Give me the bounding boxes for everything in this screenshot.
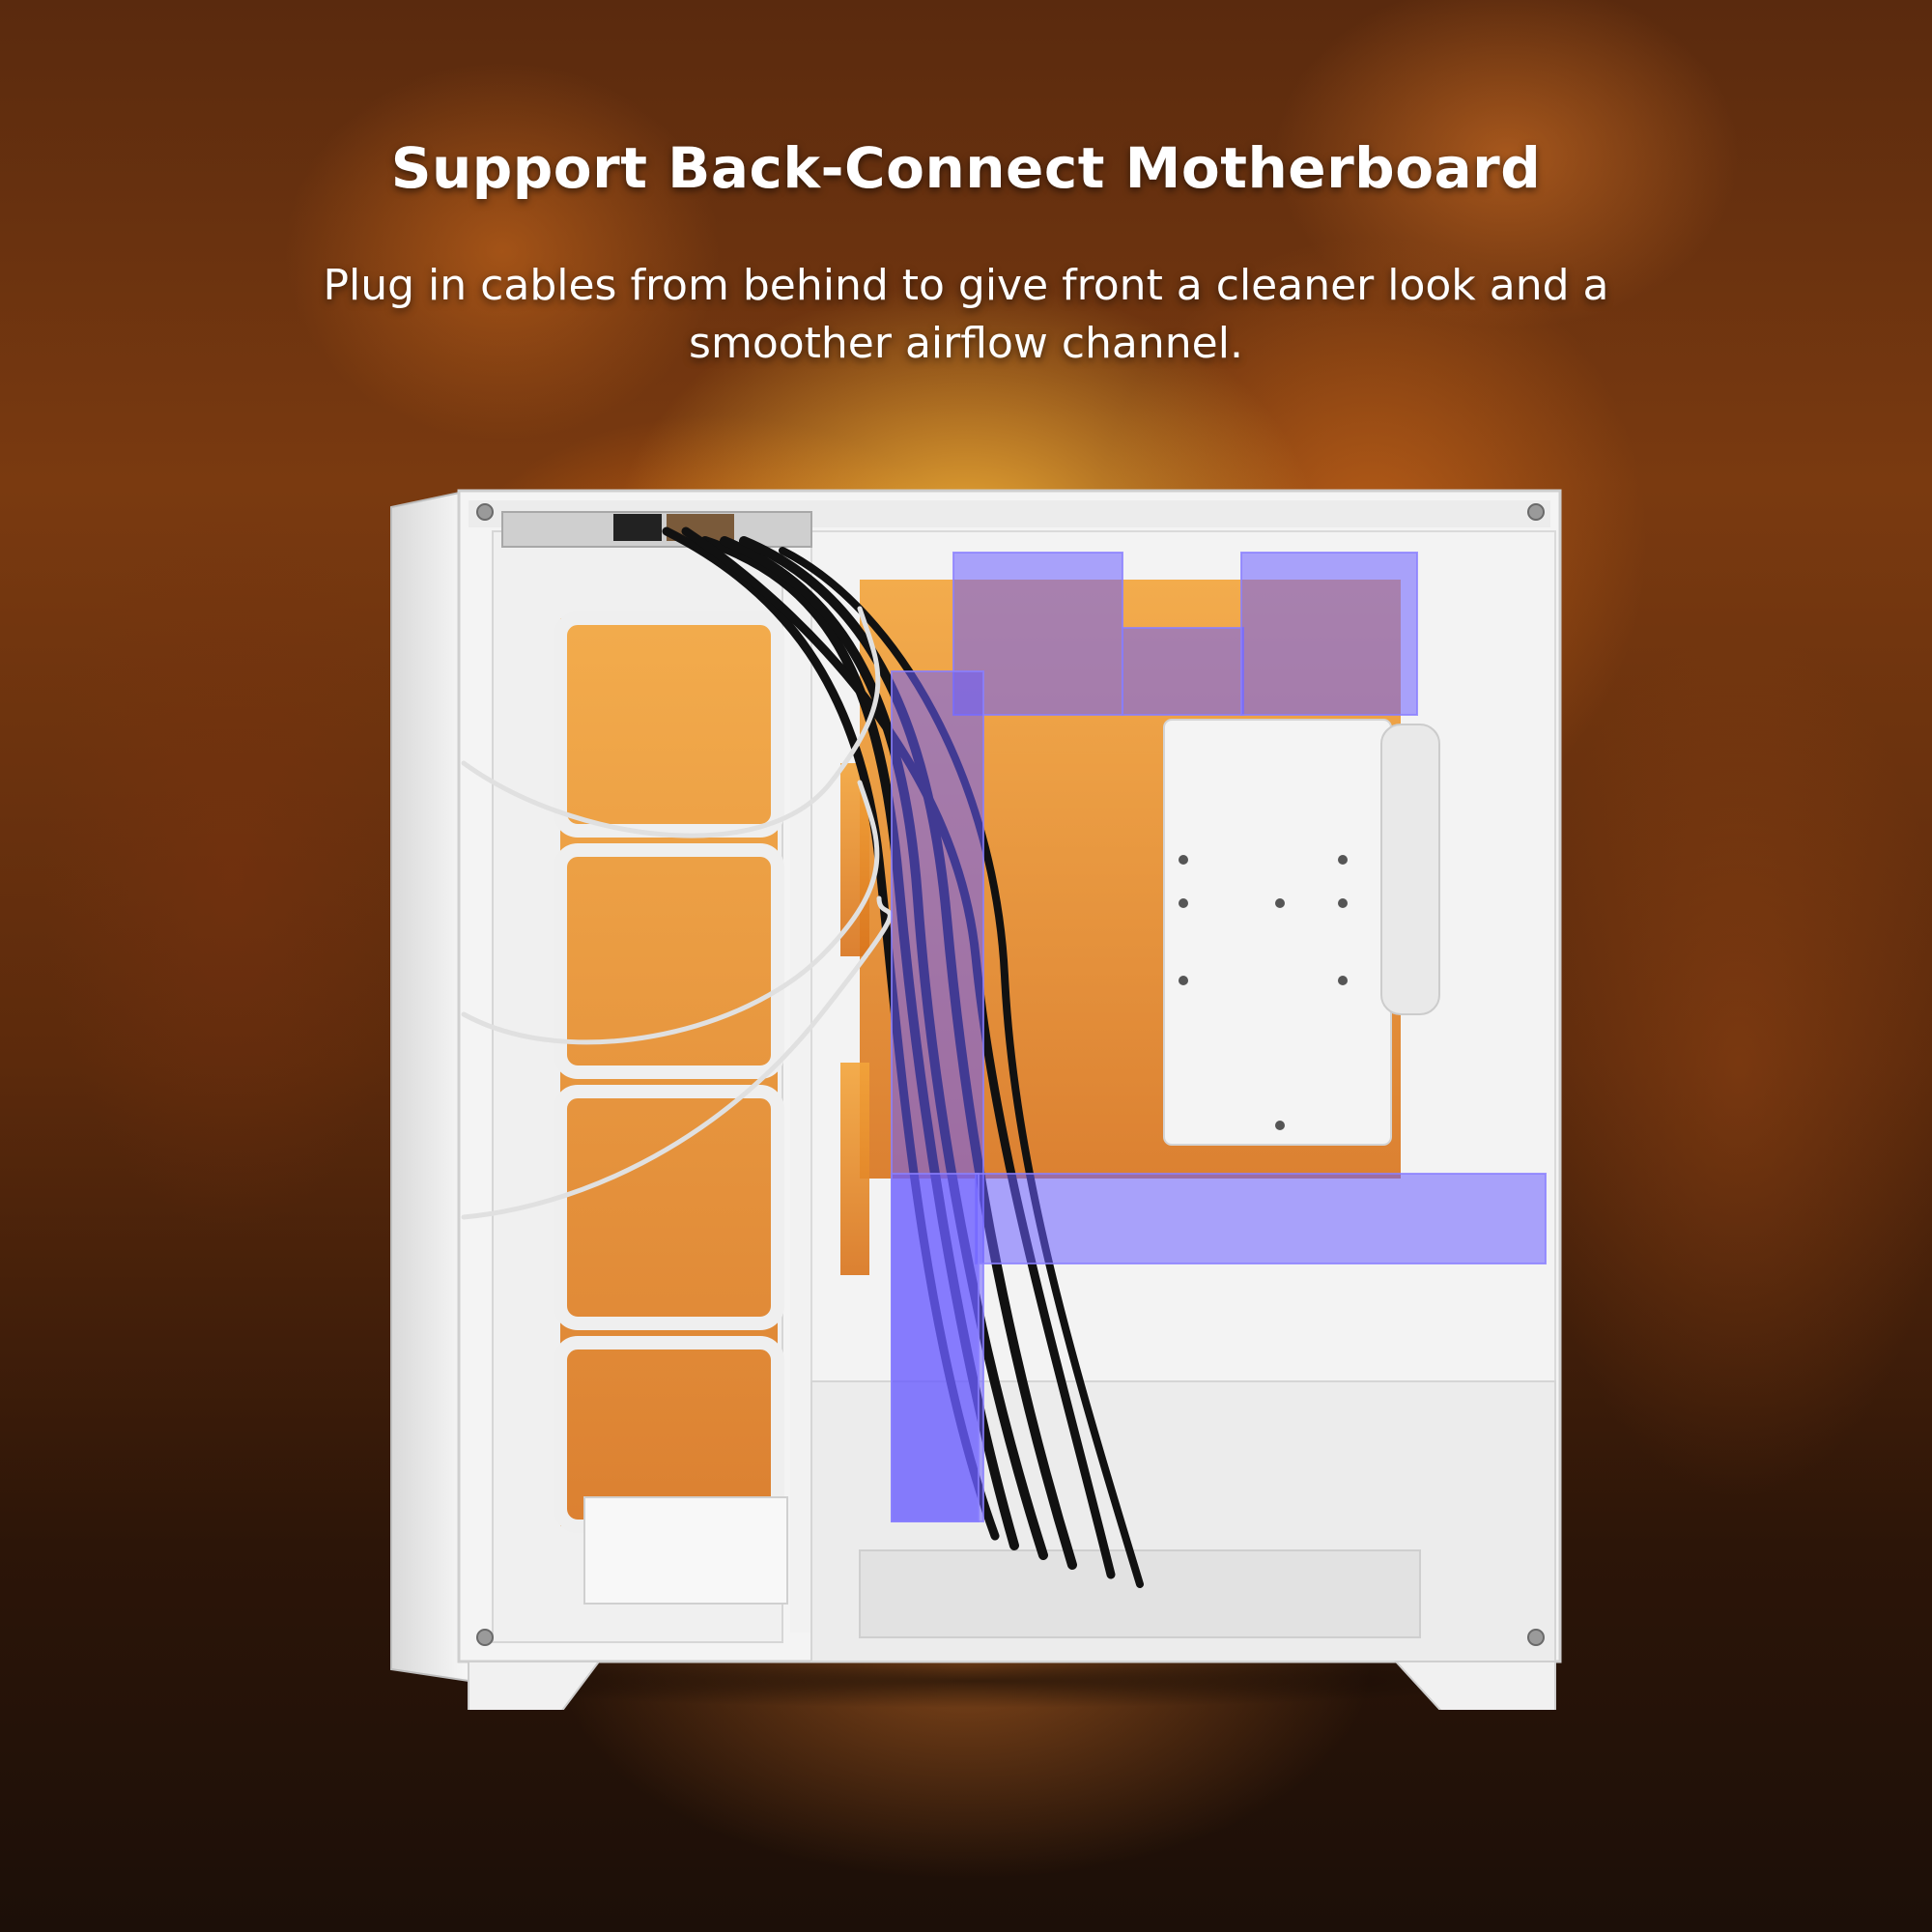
screw-bottom-right <box>1527 1629 1545 1646</box>
foot-left <box>468 1661 601 1710</box>
highlight-zone-bottom-headers <box>975 1173 1547 1264</box>
thin-cables <box>461 606 893 1220</box>
backplate-plate <box>1163 719 1392 1146</box>
screw-top-left <box>476 503 494 521</box>
pc-case-illustration <box>377 473 1575 1710</box>
highlight-zone-bottom-left <box>891 1173 980 1522</box>
psu-vent <box>859 1549 1421 1638</box>
highlight-zone-fan-header <box>1122 627 1244 716</box>
case-shadow <box>435 1654 1517 1708</box>
highlight-zone-atx-top <box>1240 552 1418 716</box>
highlight-zones <box>891 552 1547 1522</box>
front-panel <box>390 489 469 1683</box>
drive-box <box>583 1496 788 1605</box>
foot-right <box>1393 1661 1556 1710</box>
rear-fan <box>1380 724 1440 1015</box>
headline: Support Back-Connect Motherboard <box>390 135 1542 201</box>
screw-bottom-left <box>476 1629 494 1646</box>
tray-cutout-low <box>840 1063 869 1275</box>
screw-top-right <box>1527 503 1545 521</box>
subline: Plug in cables from behind to give front… <box>323 261 1609 368</box>
